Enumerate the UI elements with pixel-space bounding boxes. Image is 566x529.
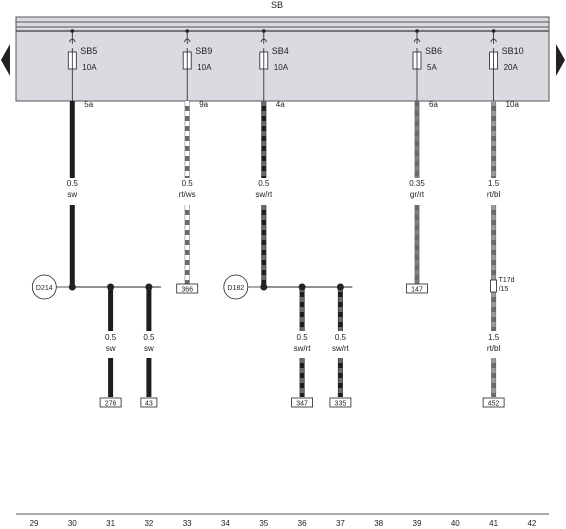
grid-number-35: 35 xyxy=(259,519,268,528)
ref-box-147[interactable] xyxy=(406,283,428,294)
fuse-sb10-name: SB10 xyxy=(502,46,524,56)
ref-box-452-label: 452 xyxy=(488,400,500,407)
branch-335-color: sw/rt xyxy=(332,344,350,353)
fuse-sb9-wire-color: rt/ws xyxy=(179,190,196,199)
ref-box-347-label: 347 xyxy=(296,400,308,407)
grid-number-34: 34 xyxy=(221,519,230,528)
grid-number-38: 38 xyxy=(374,519,383,528)
branch-276-node xyxy=(107,283,115,291)
grid-number-36: 36 xyxy=(298,519,307,528)
fuse-sb10-terminal: 10a xyxy=(506,100,520,109)
lower-wire-color: rt/bl xyxy=(487,344,501,353)
arrow-left-icon[interactable] xyxy=(1,44,10,76)
fuse-sb4-wire-color: sw/rt xyxy=(255,190,273,199)
fuse-sb4-name: SB4 xyxy=(272,46,289,56)
fuse-sb4-wire-size: 0.5 xyxy=(258,179,270,188)
fuse-sb10-amp: 20A xyxy=(504,63,519,72)
grid-number-39: 39 xyxy=(413,519,422,528)
branch-276-size: 0.5 xyxy=(105,333,117,342)
branch-347-node xyxy=(298,283,306,291)
grid-number-30: 30 xyxy=(68,519,77,528)
fuse-sb6-amp: 5A xyxy=(427,63,437,72)
fuse-sb9-wire-size: 0.5 xyxy=(182,179,194,188)
ref-box-335-label: 335 xyxy=(335,400,347,407)
arrow-right-icon[interactable] xyxy=(556,44,565,76)
fuse-sb6-terminal: 6a xyxy=(429,100,438,109)
splice-d214-node xyxy=(68,283,76,291)
lower-wire-size: 1.5 xyxy=(488,333,500,342)
grid-number-40: 40 xyxy=(451,519,460,528)
connector-pin: /15 xyxy=(499,286,509,293)
branch-335-size: 0.5 xyxy=(335,333,347,342)
splice-d182-node xyxy=(260,283,268,291)
branch-43-color: sw xyxy=(144,344,154,353)
branch-335-node xyxy=(336,283,344,291)
fuse-sb6-wire-color: gr/rt xyxy=(410,190,425,199)
connector-t17d[interactable] xyxy=(490,279,498,293)
fuse-sb5-name: SB5 xyxy=(80,46,97,56)
splice-d182-label: D182 xyxy=(227,285,244,292)
fuse-panel xyxy=(15,16,550,102)
ref-box-335[interactable] xyxy=(329,397,352,408)
grid-number-31: 31 xyxy=(106,519,115,528)
branch-347-size: 0.5 xyxy=(297,333,309,342)
fuse-sb5-terminal: 5a xyxy=(84,100,93,109)
fuse-sb4-terminal: 4a xyxy=(276,100,285,109)
grid-number-32: 32 xyxy=(144,519,153,528)
fuse-sb5-amp: 10A xyxy=(82,63,97,72)
grid-number-42: 42 xyxy=(527,519,536,528)
fuse-sb4-amp: 10A xyxy=(274,63,289,72)
fuse-sb6-name: SB6 xyxy=(425,46,442,56)
fuse-sb5-wire-color: sw xyxy=(67,190,77,199)
fuse-sb5-wire-size: 0.5 xyxy=(67,179,79,188)
ref-box-366[interactable] xyxy=(176,283,199,294)
grid-number-29: 29 xyxy=(30,519,39,528)
fuse-sb6-wire-size: 0.35 xyxy=(409,179,425,188)
branch-43-size: 0.5 xyxy=(143,333,155,342)
ref-box-347[interactable] xyxy=(291,397,314,408)
connector-label: T17d xyxy=(499,277,515,284)
ref-box-276-label: 276 xyxy=(105,400,117,407)
ref-box-43-label: 43 xyxy=(145,400,153,407)
fuse-sb9-amp: 10A xyxy=(197,63,212,72)
branch-347-color: sw/rt xyxy=(294,344,312,353)
grid-number-41: 41 xyxy=(489,519,498,528)
fuse-sb9-name: SB9 xyxy=(195,46,212,56)
ref-box-276[interactable] xyxy=(99,397,122,408)
branch-276-color: sw xyxy=(106,344,116,353)
grid-number-37: 37 xyxy=(336,519,345,528)
diagram-title: SB xyxy=(271,0,283,10)
splice-d214-label: D214 xyxy=(36,285,53,292)
fuse-sb9-terminal: 9a xyxy=(199,100,208,109)
ref-box-147-label: 147 xyxy=(411,286,423,293)
fuse-sb10-wire-color: rt/bl xyxy=(487,190,501,199)
branch-43-node xyxy=(145,283,153,291)
ref-box-452[interactable] xyxy=(482,397,505,408)
ref-box-43[interactable] xyxy=(140,397,158,408)
grid-number-33: 33 xyxy=(183,519,192,528)
fuse-sb10-wire-size: 1.5 xyxy=(488,179,500,188)
ref-box-366-label: 366 xyxy=(181,286,193,293)
